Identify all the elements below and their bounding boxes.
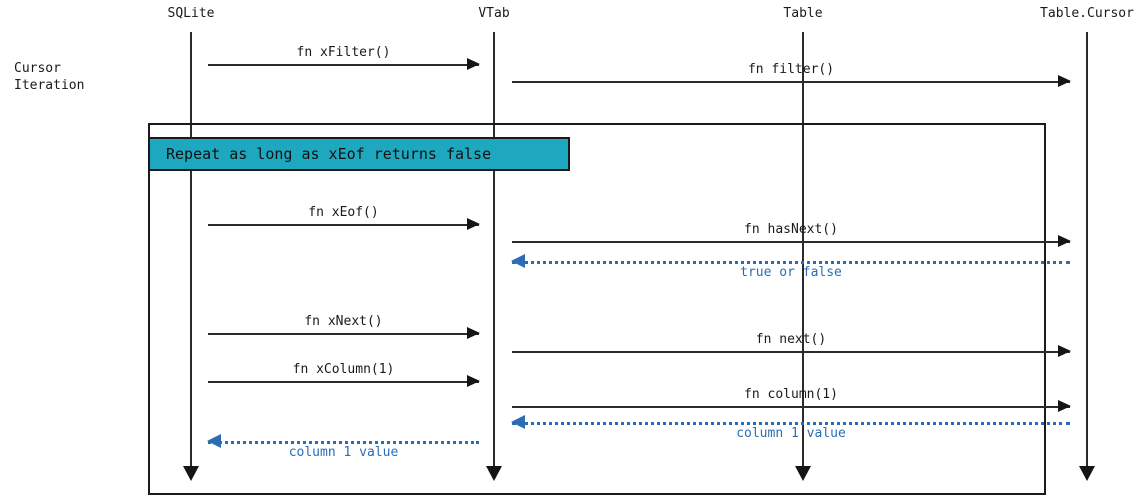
message-label: fn next(): [755, 332, 827, 347]
message-label: fn filter(): [747, 62, 835, 77]
message-label: true or false: [740, 265, 842, 280]
arrowhead-right-icon: [1058, 400, 1071, 412]
participant-label-table: Table: [783, 6, 823, 21]
message-label: column 1 value: [288, 445, 399, 460]
message-line: [512, 422, 1070, 425]
message-label: fn xEof(): [308, 205, 379, 220]
message-line: [512, 406, 1070, 408]
arrowhead-right-icon: [1058, 75, 1071, 87]
arrowhead-right-icon: [467, 218, 480, 230]
arrowhead-right-icon: [1058, 235, 1071, 247]
message-line: [208, 381, 479, 383]
lifeline-sqlite: [190, 32, 192, 473]
arrowhead-left-icon: [511, 254, 525, 268]
participant-label-sqlite: SQLite: [167, 6, 215, 21]
loop-condition-text: Repeat as long as xEof returns false: [166, 145, 492, 163]
message-label: fn xColumn(1): [292, 362, 395, 377]
loop-condition-banner: Repeat as long as xEof returns false: [148, 137, 570, 171]
message-line: [512, 81, 1070, 83]
lifeline-end-arrow-table: [795, 466, 811, 481]
message-label: fn xNext(): [304, 314, 383, 329]
loop-frame: [148, 123, 1046, 495]
arrowhead-right-icon: [467, 327, 480, 339]
message-line: [512, 261, 1070, 264]
lifeline-end-arrow-sqlite: [183, 466, 199, 481]
arrowhead-left-icon: [511, 415, 525, 429]
message-label: fn xFilter(): [296, 45, 391, 60]
message-line: [208, 224, 479, 226]
arrowhead-left-icon: [207, 434, 221, 448]
message-label: fn column(1): [744, 387, 838, 402]
message-line: [208, 64, 479, 66]
message-label: fn hasNext(): [744, 222, 838, 237]
message-line: [512, 241, 1070, 243]
message-line: [208, 441, 479, 444]
lifeline-end-arrow-table-cursor: [1079, 466, 1095, 481]
lifeline-vtab: [493, 32, 495, 473]
participant-label-table-cursor: Table.Cursor: [1040, 6, 1134, 21]
arrowhead-right-icon: [467, 375, 480, 387]
phase-label-cursor-iteration: Cursor Iteration: [14, 61, 85, 93]
message-label: column 1 value: [736, 426, 846, 441]
arrowhead-right-icon: [467, 58, 480, 70]
lifeline-end-arrow-vtab: [486, 466, 502, 481]
message-line: [208, 333, 479, 335]
lifeline-table: [802, 32, 804, 473]
participant-label-vtab: VTab: [478, 6, 510, 21]
arrowhead-right-icon: [1058, 345, 1071, 357]
message-line: [512, 351, 1070, 353]
lifeline-table-cursor: [1086, 32, 1088, 473]
